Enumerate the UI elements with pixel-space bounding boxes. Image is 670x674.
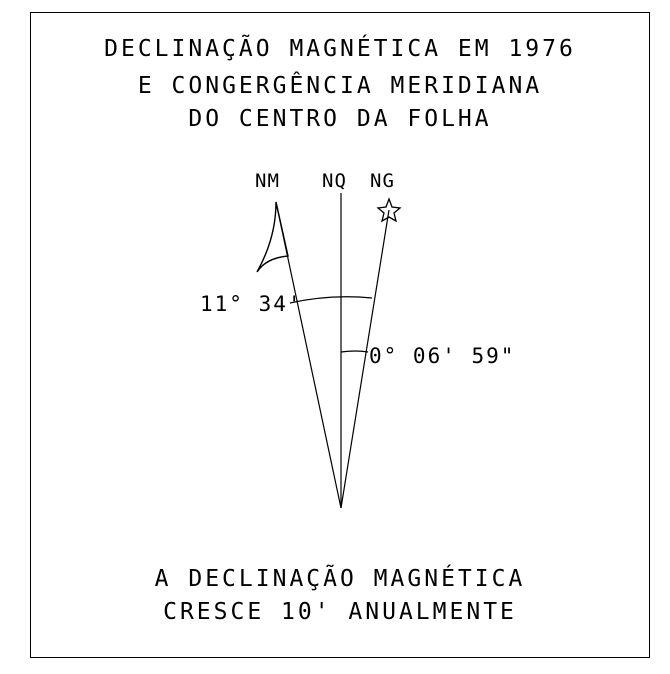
title-line-2: E CONGERGÊNCIA MERIDIANA	[137, 73, 543, 99]
title-line-3: DO CENTRO DA FOLHA	[188, 106, 492, 132]
footer-line-2: CRESCE 10' ANUALMENTE	[163, 599, 517, 625]
convergence-value: 0° 06' 59"	[369, 344, 516, 368]
label-ng: NG	[370, 170, 395, 192]
magnetic-north-arrowhead-icon	[256, 201, 289, 273]
label-nq: NQ	[322, 170, 347, 192]
title-line-1: DECLINAÇÃO MAGNÉTICA EM 1976	[104, 36, 576, 62]
declination-arc	[289, 296, 373, 304]
grid-north-star-icon	[376, 197, 402, 223]
footer-line-1: A DECLINAÇÃO MAGNÉTICA	[154, 566, 526, 592]
convergence-arc	[340, 350, 369, 353]
diagram-frame	[30, 12, 650, 658]
declination-value: 11° 34'	[200, 292, 303, 316]
grid-north-line	[340, 209, 390, 509]
label-nm: NM	[255, 170, 280, 192]
